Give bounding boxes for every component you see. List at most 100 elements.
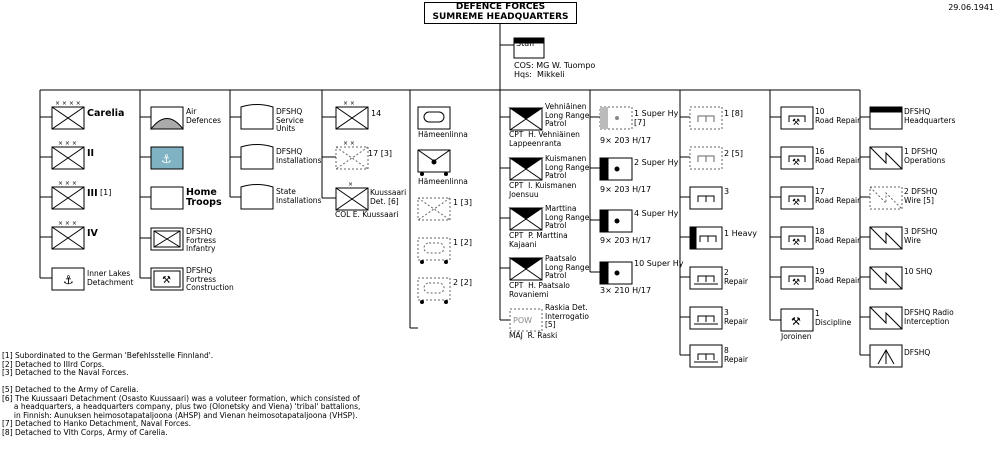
- home-troops-symbol: [150, 186, 184, 210]
- anchor-icon: ⚓: [161, 152, 172, 166]
- engineer-symbol-detached: [689, 106, 723, 130]
- road-repair-symbol: [780, 146, 814, 170]
- vehniainen-commander: CPT H. Vehniäinen Lappeenranta: [509, 130, 580, 148]
- wheel-icon: [420, 172, 424, 176]
- road-repair-10-label: 10 Road Repair: [815, 107, 861, 125]
- armoured-infantry-symbol: [417, 149, 451, 173]
- infantry-corps-symbol: [51, 186, 85, 210]
- repair-3-label: 3 Repair: [724, 308, 749, 326]
- detachment-symbol: [335, 187, 369, 211]
- date-label: 29.06.1941: [948, 3, 994, 12]
- hameenlinna-2-label: Hämeenlinna: [418, 177, 468, 186]
- kuismanen-commander: CPT I. Kuismanen Joensuu: [509, 181, 577, 199]
- detached-armour-symbol: [417, 277, 451, 301]
- paatsalo-patrol-label: Paatsalo Long Range Patrol: [545, 254, 590, 280]
- kuismanen-patrol-label: Kuismanen Long Range Patrol: [545, 154, 590, 180]
- signals-wire-symbol: [869, 226, 903, 250]
- radio-signals-label: DFSHQ: [904, 348, 931, 357]
- brigade-symbol: [335, 106, 369, 130]
- road-repair-18-label: 18 Road Repair: [815, 227, 861, 245]
- marttina-patrol-label: Marttina Long Range Patrol: [545, 204, 590, 230]
- pick-shovel-icon: ⚒: [791, 315, 801, 328]
- wheel-icon: [444, 172, 448, 176]
- super-hy-4-label: 4 Super Hy: [634, 209, 679, 218]
- footnotes: [1] Subordinated to the German 'Befehlss…: [2, 351, 360, 437]
- heavy-artillery-symbol: [599, 157, 633, 181]
- repair-2-label: 2 Repair: [724, 268, 749, 286]
- service-units-symbol: [240, 104, 274, 130]
- road-repair-symbol: [780, 226, 814, 250]
- pow-mark: POW: [513, 316, 532, 325]
- installations-label: DFSHQ Installations: [276, 147, 322, 165]
- discipline-unit-symbol: [780, 308, 814, 332]
- pick-shovel-icon: ⚒: [792, 278, 800, 288]
- installations-symbol: [240, 144, 274, 170]
- super-hy-4-guns: 9× 203 H/17: [600, 236, 652, 245]
- army-carelia-label: Carelia: [87, 108, 125, 119]
- radio-signals-symbol: [869, 344, 903, 368]
- super-hy-2-guns: 9× 203 H/17: [600, 185, 652, 194]
- corps-echelon-mark: × × ×: [58, 140, 77, 147]
- kuussaari-det-label: Kuussaari Det. [6]: [370, 188, 407, 206]
- marttina-commander: CPT P. Marttina Kajaani: [509, 231, 568, 249]
- brigade-14-label: 14: [371, 109, 382, 118]
- footnote: [7] Detached to Hanko Detachment, Naval …: [2, 419, 191, 428]
- signals-symbol: [869, 146, 903, 170]
- infantry-corps-symbol: [51, 146, 85, 170]
- vehniainen-patrol-label: Vehniäinen Long Range Patrol: [545, 102, 590, 128]
- hameenlinna-1-label: Hämeenlinna: [418, 130, 468, 139]
- super-hy-1-label: 1 Super Hy [7]: [634, 109, 679, 127]
- road-repair-symbol: [780, 266, 814, 290]
- long-range-patrol-symbol: [508, 207, 544, 231]
- header-line-2: SUMREME HEADQUARTERS: [432, 11, 569, 22]
- heavy-artillery-symbol: [599, 261, 633, 285]
- unit-1-3-label: 1 [3]: [453, 198, 472, 207]
- corps-echelon-mark: × × ×: [58, 220, 77, 227]
- road-repair-symbol: [780, 106, 814, 130]
- staff-label: Staff: [516, 39, 535, 48]
- footnote: [6] The Kuussaari Detachment (Osasto Kuu…: [2, 393, 360, 403]
- pick-shovel-icon: ⚒: [792, 238, 800, 248]
- pick-shovel-icon: ⚒: [792, 118, 800, 128]
- detached-infantry-symbol: [417, 197, 451, 221]
- service-units-label: DFSHQ Service Units: [276, 107, 304, 133]
- signals-hq-symbol: [869, 106, 903, 130]
- naval-detachment-symbol: [51, 267, 85, 291]
- pick-shovel-icon: ⚒: [792, 158, 800, 168]
- road-repair-symbol: [780, 186, 814, 210]
- brigade-echelon-mark: × ×: [343, 100, 355, 107]
- road-repair-16-label: 16 Road Repair: [815, 147, 861, 165]
- wheel-icon: [420, 260, 424, 264]
- footnote: in Finnish: Aunuksen heimosotapataljoona…: [2, 410, 358, 420]
- chief-of-staff: COS: MG W. Tuompo: [514, 61, 596, 70]
- engineer-symbol: [689, 186, 723, 210]
- header-line-1: DEFENCE FORCES: [455, 2, 546, 12]
- brigade-symbol-detached: [335, 146, 369, 170]
- signals-wire-3-label: 3 DFSHQ Wire: [904, 227, 938, 245]
- heavy-engineer-label: 1 Heavy: [724, 229, 757, 238]
- fortress-infantry-label: DFSHQ Fortress Infantry: [186, 227, 217, 253]
- super-hy-2-label: 2 Super Hy: [634, 158, 679, 167]
- repair-engineer-symbol: [689, 306, 723, 330]
- infantry-corps-symbol: [51, 226, 85, 250]
- heavy-artillery-symbol: [599, 209, 633, 233]
- state-installations-label: State Installations: [276, 187, 322, 205]
- long-range-patrol-symbol: [508, 107, 544, 131]
- signals-symbol: [869, 266, 903, 290]
- signals-10-shq-label: 10 SHQ: [904, 267, 933, 276]
- installation-symbols: [240, 104, 274, 210]
- engineer-symbol-detached: [689, 146, 723, 170]
- raski-det-label: Raskia Det. Interrogatio [5]: [545, 303, 589, 329]
- engineer-1-label: 1 [8]: [724, 109, 743, 118]
- pick-shovel-icon: ⚒: [792, 198, 800, 208]
- road-repair-17-label: 17 Road Repair: [815, 187, 861, 205]
- pick-shovel-icon: ⚒: [162, 275, 171, 286]
- armoured-symbol: [417, 106, 451, 130]
- radio-interception-symbol: [869, 306, 903, 330]
- road-repair-19-label: 19 Road Repair: [815, 267, 861, 285]
- brigade-17-label: 17 [3]: [368, 149, 393, 158]
- air-defence-symbol: [149, 106, 185, 130]
- engineer-2-label: 2 [5]: [724, 149, 743, 158]
- footnote: [1] Subordinated to the German 'Befehlss…: [2, 351, 214, 360]
- wheel-icon: [420, 300, 424, 304]
